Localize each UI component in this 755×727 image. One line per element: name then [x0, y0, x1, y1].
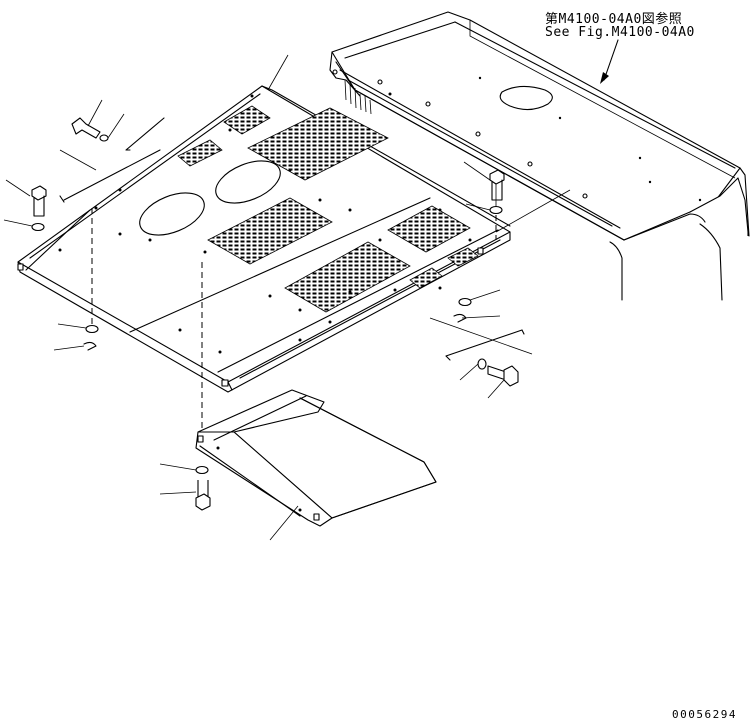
washer-left	[31, 222, 45, 232]
washer-lower-left	[85, 324, 99, 334]
pin-lower-left	[83, 341, 97, 351]
reference-note-english: See Fig.M4100-04A0	[545, 25, 695, 40]
bolt-left	[31, 185, 47, 201]
rod-right	[445, 329, 525, 361]
reference-leader-line	[603, 39, 619, 81]
under-cover-assembly	[195, 389, 437, 527]
leader-lines	[3, 54, 571, 541]
drawing-number: 00056294	[672, 708, 737, 721]
top-plate-louvers	[177, 105, 479, 313]
rod-upper-left	[59, 117, 165, 203]
washer-right-bolt	[477, 358, 487, 370]
hood-cover-assembly	[329, 11, 750, 301]
fan-opening-2	[215, 160, 281, 204]
reference-arrowhead	[600, 72, 609, 84]
top-plate-assembly	[17, 85, 511, 393]
fan-opening-1	[139, 192, 205, 236]
washer-right	[489, 205, 503, 215]
top-plate-holes	[58, 94, 472, 354]
washer-right-lower	[458, 297, 472, 307]
washer-upper-left	[99, 134, 109, 142]
bolt-right-lower	[487, 365, 507, 381]
washer-center	[195, 465, 209, 475]
hardware-parts	[31, 117, 525, 511]
reference-note-japanese: 第M4100-04A0図参照	[545, 12, 683, 27]
bolt-upper-left	[71, 117, 101, 139]
hood-rivets	[332, 69, 702, 202]
